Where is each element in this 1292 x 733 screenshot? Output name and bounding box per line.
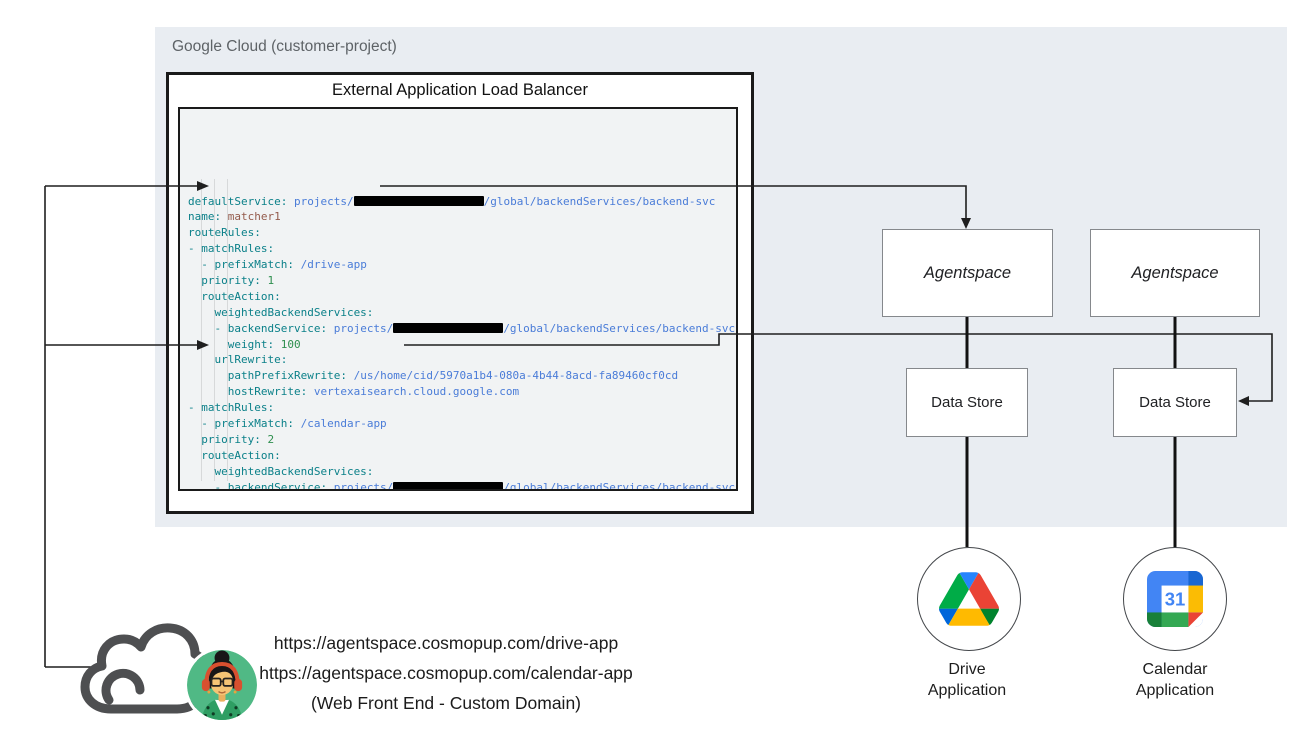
google-drive-icon [939, 572, 999, 626]
code-token: - prefixMatch: [188, 417, 294, 430]
code-line: priority: 2 [188, 432, 728, 448]
redacted-project-id [393, 322, 504, 333]
calendar-application-circle: 31 [1123, 547, 1227, 651]
code-line: routeAction: [188, 448, 728, 464]
code-token: vertexaisearch.cloud.google.com [307, 385, 520, 399]
code-token: - matchRules: [188, 242, 275, 256]
code-token: defaultService: [188, 194, 288, 208]
calendar-day-number: 31 [1165, 589, 1186, 610]
code-token: priority: [188, 432, 261, 446]
code-line: pathPrefixRewrite: /us/home/cid/5970a1b4… [188, 368, 728, 384]
datastore-node-calendar: Data Store [1113, 368, 1237, 437]
user-avatar [187, 650, 257, 720]
frontend-caption: (Web Front End - Custom Domain) [310, 693, 582, 713]
load-balancer-title: External Application Load Balancer [332, 81, 588, 99]
datastore-label: Data Store [931, 394, 1003, 411]
calendar-app-url: https://agentspace.cosmopup.com/calendar… [259, 663, 633, 683]
code-line: - backendService: projects/ /global/backe… [188, 480, 735, 491]
code-line: priority: 1 [188, 273, 728, 289]
code-line: routeRules: [188, 225, 728, 241]
code-token: weightedBackendServices: [188, 464, 374, 478]
code-token: matcher1 [221, 210, 281, 224]
google-calendar-icon: 31 [1147, 571, 1203, 627]
url-map-yaml-code: defaultService: projects/ /global/backend… [178, 107, 738, 491]
frontend-url-block: https://agentspace.cosmopup.com/drive-ap… [234, 628, 658, 718]
code-token: name: [188, 210, 222, 224]
code-token: - backendService: [188, 480, 328, 491]
code-token: /drive-app [293, 258, 367, 272]
code-line: weightedBackendServices: [188, 305, 728, 321]
datastore-label: Data Store [1139, 394, 1211, 411]
code-token: - matchRules: [188, 401, 275, 415]
code-token: - backendService: [188, 321, 328, 335]
agentspace-label: Agentspace [1131, 263, 1219, 282]
code-token: priority: [188, 273, 261, 287]
redacted-project-id [393, 481, 504, 489]
drive-application-circle [917, 547, 1021, 651]
code-token: /global/backendServices/backend-svc [483, 194, 716, 208]
code-token: pathPrefixRewrite: [188, 369, 347, 383]
indent-guide [227, 179, 228, 481]
code-token: hostRewrite: [188, 385, 308, 399]
code-line: routeAction: [188, 289, 728, 305]
code-line: - matchRules: [188, 400, 728, 416]
code-token: projects/ [287, 194, 354, 208]
code-token: 100 [274, 337, 301, 351]
indent-guide [201, 179, 202, 481]
code-line: - matchRules: [188, 241, 728, 257]
code-line: weightedBackendServices: [188, 464, 728, 480]
drive-app-url: https://agentspace.cosmopup.com/drive-ap… [273, 633, 619, 653]
code-line: - backendService: projects/ /global/backe… [188, 321, 735, 337]
code-token: /global/backendServices/backend-svc [503, 480, 736, 491]
code-token: weightedBackendServices: [188, 305, 374, 319]
code-token: projects/ [327, 321, 394, 335]
drive-application-label: Drive Application [927, 661, 1007, 699]
code-token: 1 [260, 273, 275, 287]
calendar-application-label: Calendar Application [1135, 661, 1215, 699]
code-token: /us/home/cid/5970a1b4-080a-4b44-8acd-fa8… [346, 369, 679, 383]
code-token: routeAction: [188, 448, 281, 462]
code-token: /calendar-app [293, 417, 387, 430]
code-token: /global/backendServices/backend-svc [503, 321, 736, 335]
code-line: hostRewrite: vertexaisearch.cloud.google… [188, 384, 728, 400]
code-token: 2 [260, 432, 275, 446]
code-token: routeAction: [188, 289, 281, 303]
datastore-node-drive: Data Store [906, 368, 1028, 437]
code-line: weight: 100 [188, 337, 728, 353]
code-token: projects/ [327, 480, 394, 491]
code-line: name: matcher1 [188, 209, 728, 225]
agentspace-node-drive: Agentspace [882, 229, 1053, 317]
google-cloud-project-label: Google Cloud (customer-project) [172, 38, 397, 55]
redacted-project-id [353, 195, 484, 206]
code-line: - prefixMatch: /calendar-app [188, 416, 728, 432]
code-token: - prefixMatch: [188, 258, 294, 272]
indent-guide [214, 179, 215, 481]
code-line: urlRewrite: [188, 352, 728, 368]
code-token: urlRewrite: [188, 353, 288, 367]
agentspace-node-calendar: Agentspace [1090, 229, 1260, 317]
code-line: defaultService: projects/ /global/backend… [188, 194, 728, 210]
agentspace-label: Agentspace [923, 263, 1012, 282]
code-token: weight: [188, 337, 275, 351]
code-token: routeRules: [188, 226, 261, 240]
code-line: - prefixMatch: /drive-app [188, 257, 728, 273]
